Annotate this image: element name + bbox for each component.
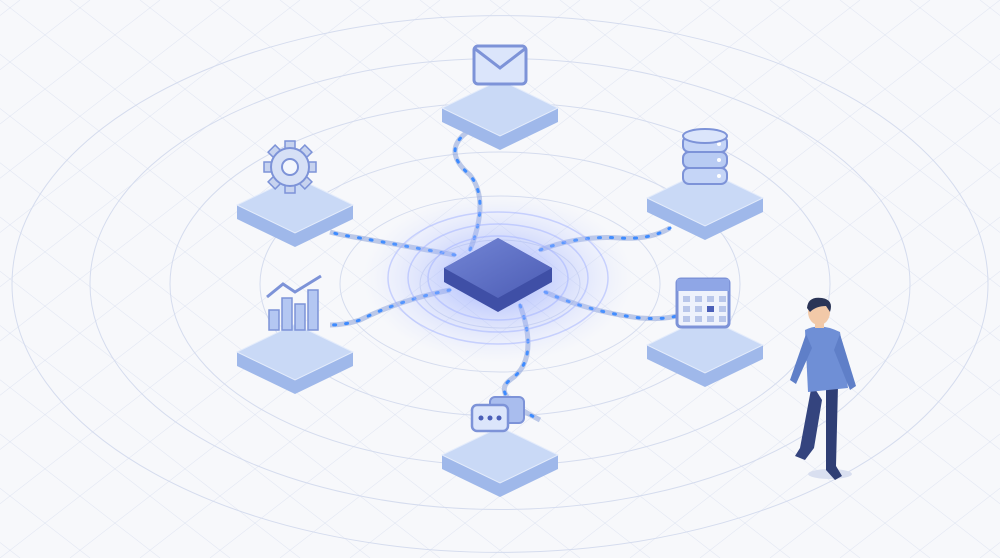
grid-line [699, 0, 1000, 233]
hub-ripples [387, 211, 609, 345]
node-chat[interactable] [440, 396, 560, 497]
platform-top [440, 426, 560, 484]
grid-line [769, 0, 1000, 179]
platform-top [235, 176, 355, 234]
grid-line [629, 0, 1000, 287]
envelope-icon [472, 44, 528, 86]
platform-top [645, 316, 765, 374]
node-calendar[interactable] [645, 277, 765, 387]
grid-line [769, 379, 1000, 558]
ripple-ring [427, 235, 569, 321]
node-settings[interactable] [235, 140, 355, 247]
grid-line [279, 0, 1000, 558]
node-database[interactable] [645, 128, 765, 240]
grid-line [909, 488, 1000, 558]
central-hub[interactable] [444, 238, 552, 312]
gear-icon [263, 140, 317, 194]
database-icon [682, 128, 728, 185]
grid-line [0, 0, 721, 558]
node-analytics[interactable] [235, 274, 355, 394]
platform-top [440, 79, 560, 137]
ripple-ring [387, 211, 609, 345]
grid-line [979, 542, 1000, 558]
bar-chart-trend-icon [266, 274, 322, 331]
platform-top [645, 169, 765, 227]
grid-line [979, 0, 1000, 16]
grid-line [909, 0, 1000, 70]
grid-line [839, 0, 1000, 125]
grid-line [559, 0, 1000, 342]
grid-line [559, 216, 1000, 558]
node-email[interactable] [440, 44, 560, 150]
ripple-ring [407, 223, 589, 333]
grid-line [699, 325, 1000, 558]
grid-line [839, 433, 1000, 558]
walking-person [790, 297, 856, 480]
chat-bubbles-icon [470, 396, 525, 433]
grid-ring [11, 15, 989, 553]
calendar-icon [675, 277, 731, 329]
platform-top [235, 323, 355, 381]
grid-line [349, 0, 1000, 504]
data-flow-dots [328, 230, 457, 257]
